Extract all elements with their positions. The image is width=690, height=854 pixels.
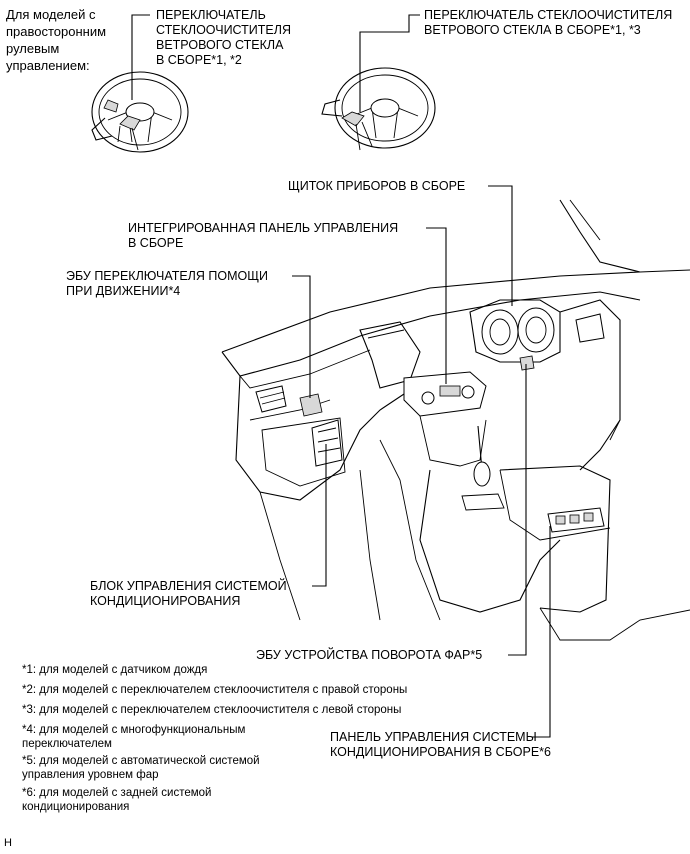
label-wiper-switch-rhd: ПЕРЕКЛЮЧАТЕЛЬ СТЕКЛООЧИСТИТЕЛЯ ВЕТРОВОГО… <box>156 8 291 67</box>
rhd-models-note: Для моделей с правосторонним рулевым упр… <box>6 7 107 73</box>
steering-wheel-rhd-drawing <box>91 71 189 153</box>
label-ac-control-unit: БЛОК УПРАВЛЕНИЯ СИСТЕМОЙ КОНДИЦИОНИРОВАН… <box>90 579 287 608</box>
label-rear-ac-panel: ПАНЕЛЬ УПРАВЛЕНИЯ СИСТЕМЫ КОНДИЦИОНИРОВА… <box>330 730 551 759</box>
footnote: *1: для моделей с датчиком дождя <box>22 664 208 676</box>
label-drive-assist-ecu: ЭБУ ПЕРЕКЛЮЧАТЕЛЯ ПОМОЩИ ПРИ ДВИЖЕНИИ*4 <box>66 269 268 298</box>
label-instrument-panel: ЩИТОК ПРИБОРОВ В СБОРЕ <box>288 179 466 193</box>
leader-lines <box>131 14 551 738</box>
figure-code: H <box>4 837 12 849</box>
footnote: *2: для моделей с переключателем стеклоо… <box>22 684 408 696</box>
dashboard-drawing <box>221 199 690 641</box>
footnote: *5: для моделей с автоматической системо… <box>22 755 260 781</box>
footnote: *6: для моделей с задней системой кондиц… <box>22 787 212 813</box>
label-integrated-control-panel: ИНТЕГРИРОВАННАЯ ПАНЕЛЬ УПРАВЛЕНИЯ В СБОР… <box>128 221 399 250</box>
footnote: *4: для моделей с многофункциональным пе… <box>22 724 246 750</box>
footnote: *3: для моделей с переключателем стеклоо… <box>22 704 402 716</box>
label-wiper-switch-lhd: ПЕРЕКЛЮЧАТЕЛЬ СТЕКЛООЧИСТИТЕЛЯ ВЕТРОВОГО… <box>424 8 673 37</box>
label-headlamp-swivel-ecu: ЭБУ УСТРОЙСТВА ПОВОРОТА ФАР*5 <box>256 648 483 662</box>
steering-wheel-lhd-drawing <box>321 67 436 151</box>
